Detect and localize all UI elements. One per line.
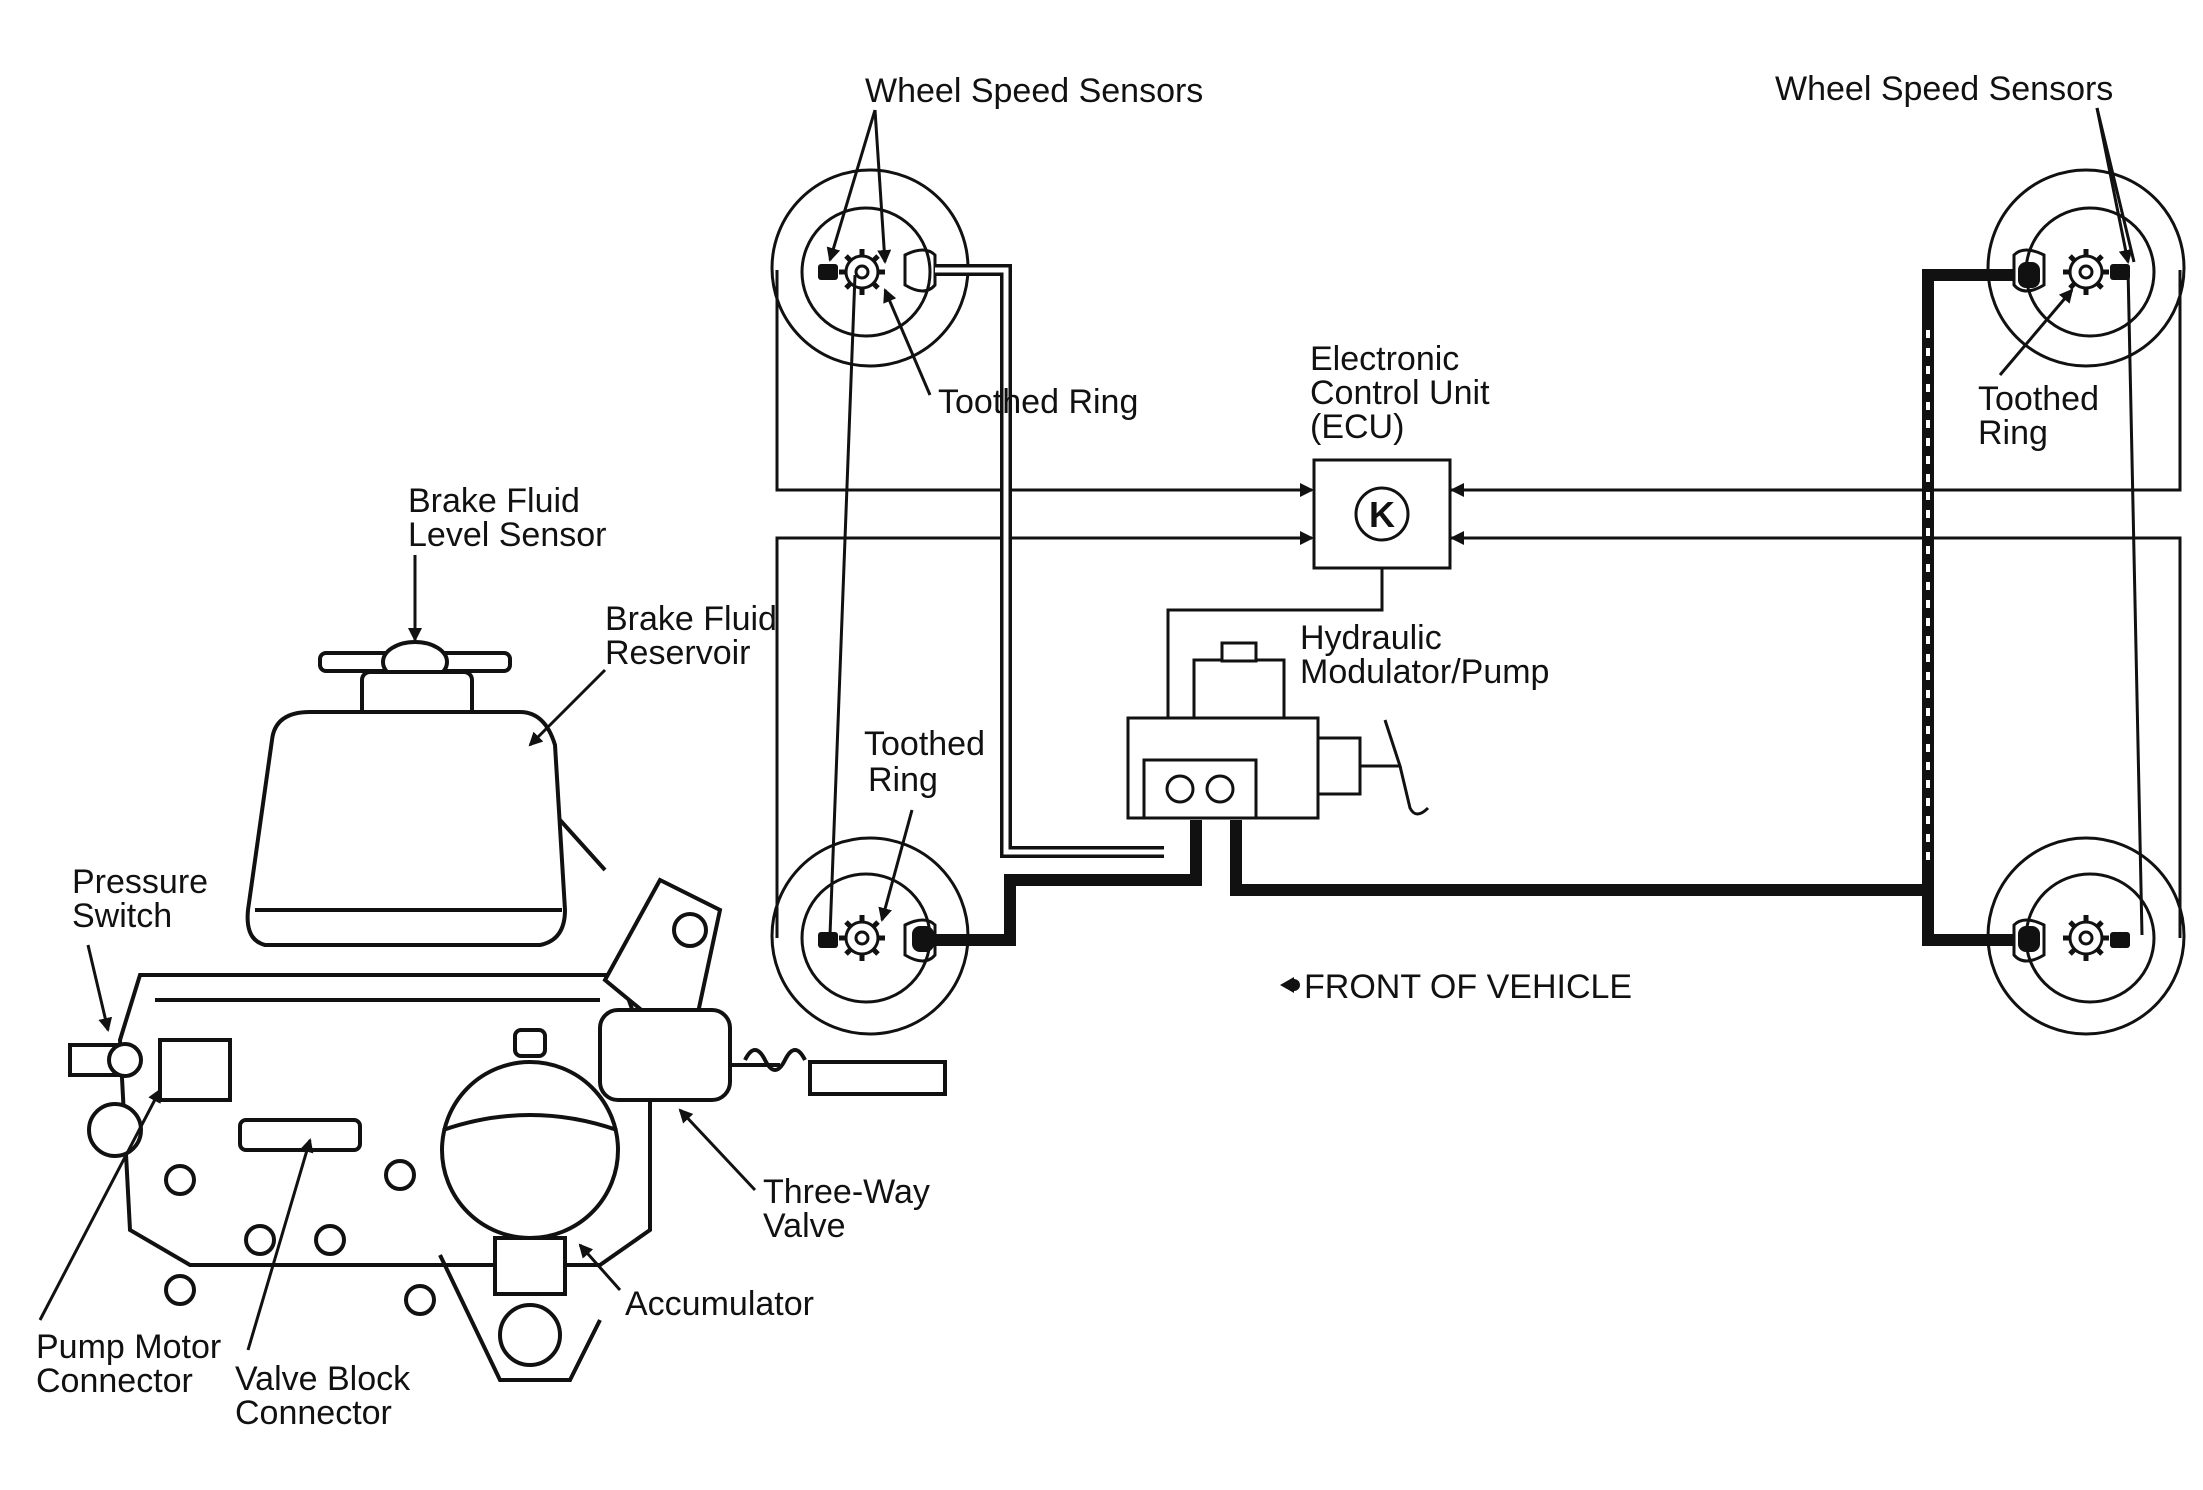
- leader-lines-right: [826, 107, 2144, 936]
- label-toothed-ring-front-left: Toothed Ring: [938, 383, 1138, 421]
- label-toothed-ring-front-right: Toothed Ring: [1978, 380, 2108, 452]
- ecu-symbol: K: [1369, 494, 1395, 535]
- label-ecu: Electronic Control Unit (ECU): [1310, 340, 1499, 446]
- label-accumulator: Accumulator: [625, 1285, 814, 1323]
- ecu-box: K: [1312, 458, 1452, 570]
- label-wheel-speed-sensors-left: Wheel Speed Sensors: [865, 72, 1203, 110]
- wheel-rear-right: [1986, 836, 2186, 1036]
- front-of-vehicle-marker: [1280, 977, 1300, 993]
- ecu-input-arrows: [1240, 483, 1520, 545]
- label-brake-fluid-reservoir: Brake Fluid Reservoir: [605, 600, 786, 672]
- label-front-of-vehicle: FRONT OF VEHICLE: [1304, 968, 1632, 1006]
- label-pressure-switch: Pressure Switch: [72, 863, 218, 935]
- label-toothed-ring-rear-left: Toothed Ring: [864, 725, 994, 799]
- label-valve-block-connector: Valve Block Connector: [235, 1360, 420, 1432]
- label-wheel-speed-sensors-right: Wheel Speed Sensors: [1775, 70, 2113, 108]
- label-three-way-valve: Three-Way Valve: [763, 1173, 939, 1245]
- leader-lines-left: [38, 555, 757, 1351]
- brake-line-front-left: [935, 264, 1164, 858]
- label-brake-fluid-level-sensor: Brake Fluid Level Sensor: [408, 482, 606, 554]
- brake-lines-heavy: [930, 269, 2015, 946]
- wheel-front-right: [1986, 168, 2186, 368]
- label-hydraulic-modulator: Hydraulic Modulator/Pump: [1300, 619, 1549, 691]
- label-pump-motor-connector: Pump Motor Connector: [36, 1328, 231, 1400]
- hydraulic-modulator-pump: [1126, 641, 1430, 820]
- hydraulic-unit-illustration: [68, 640, 947, 1382]
- wheel-speed-sensor-dots: [818, 262, 2130, 952]
- ecu-to-modulator-line: [1161, 568, 1384, 750]
- sensor-wiring: [775, 270, 2182, 938]
